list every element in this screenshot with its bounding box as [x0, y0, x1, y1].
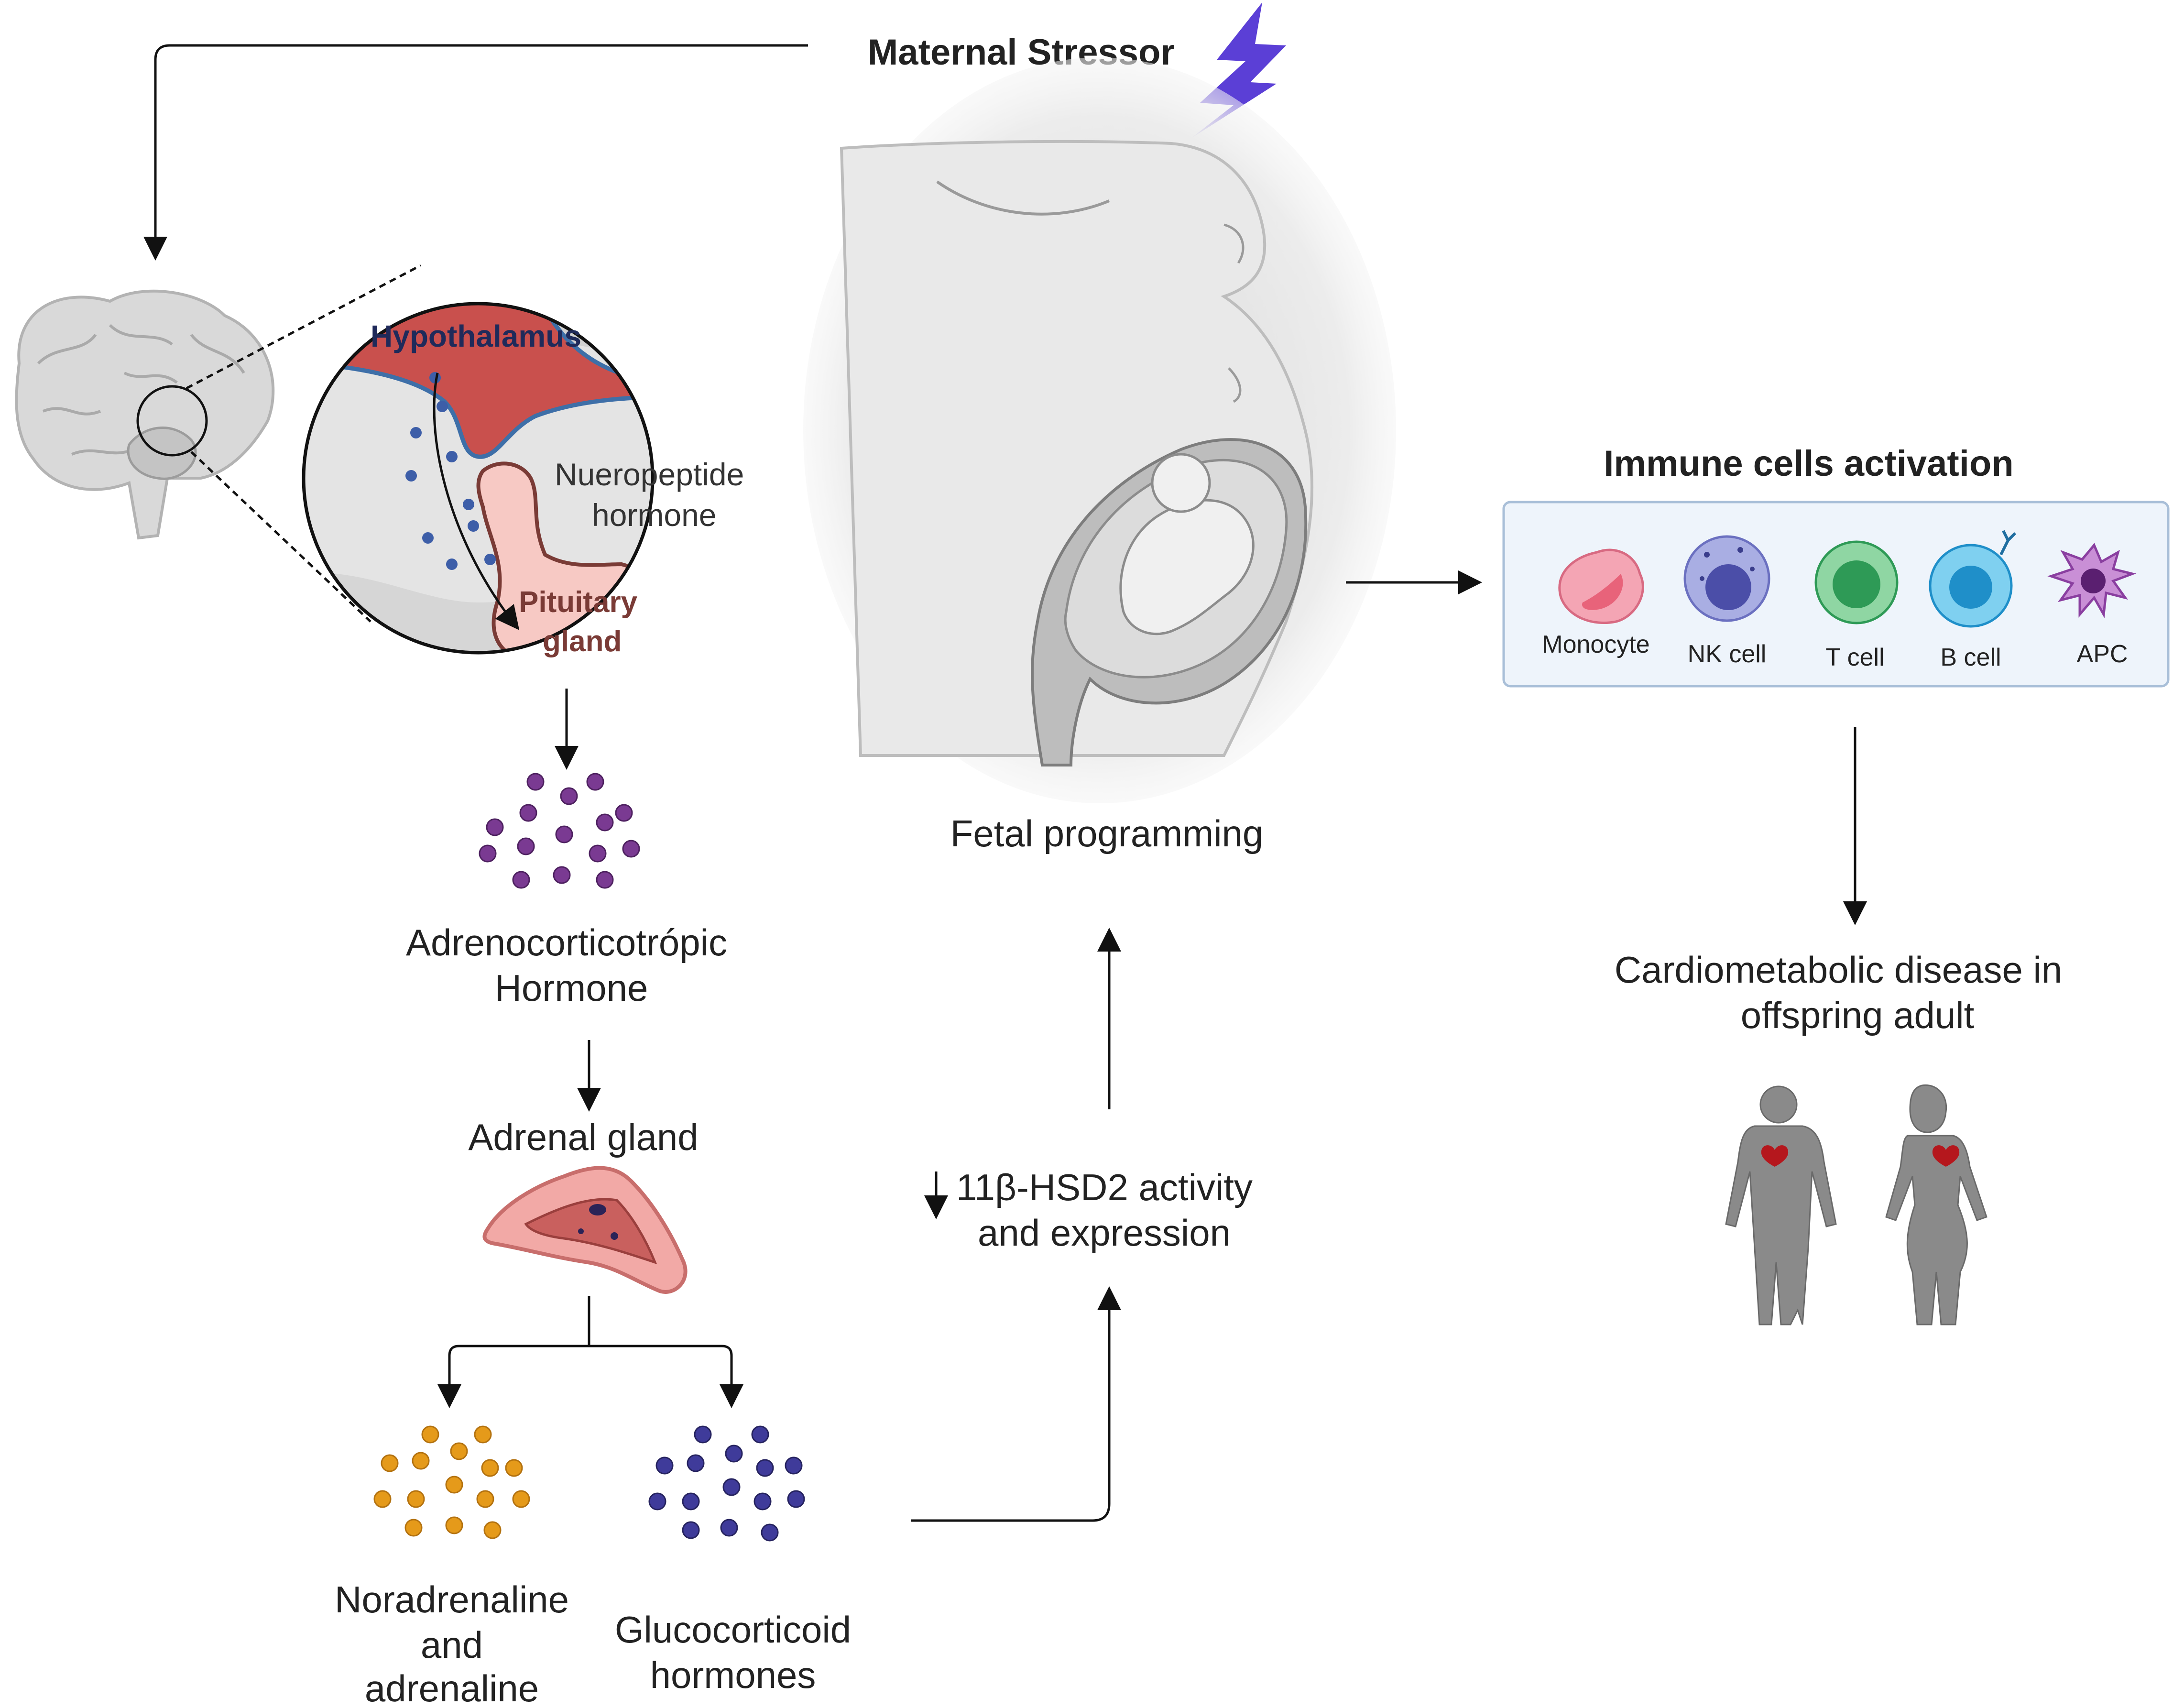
cardio-label-line1: Cardiometabolic disease in — [1615, 949, 2063, 991]
t-cell-label: T cell — [1825, 644, 1884, 671]
noradrenaline-label-line3: adrenaline — [365, 1667, 539, 1708]
pituitary-label-line2: gland — [543, 625, 622, 658]
glucocorticoid-dots — [648, 1425, 805, 1542]
hsd2-label-line1: 11β-HSD2 activity — [956, 1166, 1253, 1208]
neuropeptide-dots — [405, 372, 496, 570]
cardio-label-line2: offspring adult — [1741, 994, 1975, 1036]
zoom-line-top — [186, 264, 422, 390]
fetus-shape — [1119, 499, 1255, 635]
hormones-to-hsd2-arrow — [911, 1286, 1121, 1522]
apc-label: APC — [2077, 640, 2128, 668]
female-heart-icon — [1932, 1145, 1960, 1167]
t-cell-icon — [1814, 540, 1899, 624]
monocyte-label: Monocyte — [1542, 631, 1649, 658]
lightning-bolt-icon — [1190, 2, 1286, 139]
immune-title: Immune cells activation — [1604, 443, 2013, 484]
adrenal-to-glucocorticoid-arrow — [589, 1345, 743, 1408]
acth-label-line1: Adrenocorticotrópic — [406, 921, 727, 963]
apc-icon — [2047, 543, 2137, 618]
pituitary-label-line1: Pituitary — [519, 586, 638, 619]
acth-dots — [479, 773, 640, 889]
hypothalamus-label: Hypothalamus — [371, 319, 581, 353]
noradrenaline-dots — [373, 1425, 530, 1539]
neuropeptide-label-line2: hormone — [592, 497, 717, 533]
neuropeptide-flow-arrow — [433, 372, 520, 630]
b-cell-label: B cell — [1940, 644, 2001, 671]
b-cell-icon — [1929, 530, 2017, 628]
pregnant-body-illustration — [803, 57, 1396, 803]
male-heart-icon — [1761, 1145, 1789, 1167]
adrenal-gland-illustration — [482, 1166, 688, 1294]
noradrenaline-label-line1: Noradrenaline — [335, 1578, 569, 1620]
monocyte-icon — [1558, 548, 1644, 624]
adrenal-gland-label: Adrenal gland — [468, 1116, 698, 1158]
nk-cell-icon — [1683, 535, 1770, 622]
brain-illustration — [15, 289, 275, 540]
adrenal-to-noradrenaline-arrow — [437, 1345, 589, 1408]
acth-label-line2: Hormone — [495, 967, 648, 1009]
stressor-to-brain-arrow — [143, 44, 808, 261]
nk-cell-label: NK cell — [1688, 640, 1767, 668]
noradrenaline-label-line2: and — [421, 1624, 483, 1666]
neuropeptide-label-line1: Nueropeptide — [555, 457, 744, 492]
hsd2-label-line2: and expression — [978, 1212, 1231, 1254]
fetal-programming-label: Fetal programming — [950, 812, 1264, 854]
glucocorticoid-label-line2: hormones — [650, 1654, 816, 1696]
female-silhouette-icon — [1885, 1084, 1987, 1325]
glucocorticoid-label-line1: Glucocorticoid — [615, 1609, 851, 1651]
zoom-source-circle — [136, 385, 208, 457]
male-silhouette-icon — [1725, 1085, 1837, 1325]
